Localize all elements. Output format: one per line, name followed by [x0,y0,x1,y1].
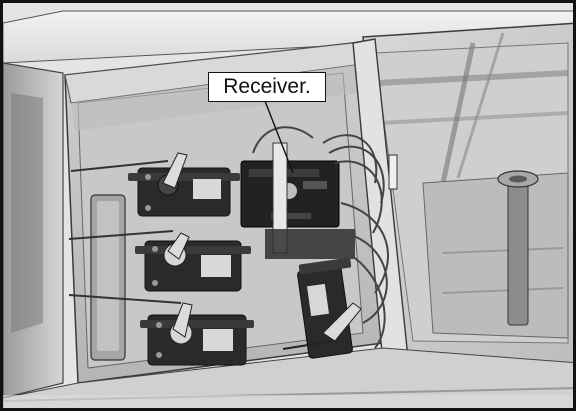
servo-2 [135,233,251,291]
receiver-callout-label: Receiver. [208,72,326,102]
fuselage-illustration [3,3,576,411]
